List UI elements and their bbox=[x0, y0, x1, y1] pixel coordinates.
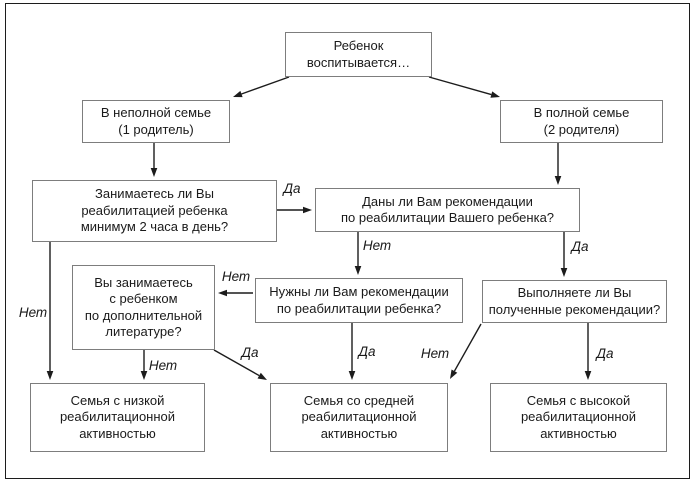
node-rehab-two-hours-question: Занимаетесь ли Вы реабилитацией ребенка … bbox=[32, 180, 277, 242]
node-text-line: реабилитационной bbox=[59, 409, 176, 425]
node-extra-literature-question: Вы занимаетесь с ребенком по дополнитель… bbox=[72, 265, 215, 350]
node-high-rehab-activity: Семья с высокой реабилитационной активно… bbox=[490, 383, 667, 452]
node-text-line: минимум 2 часа в день? bbox=[80, 219, 229, 235]
node-text-line: (1 родитель) bbox=[118, 121, 194, 137]
edge-label-yes-follow-to-high: Да bbox=[596, 346, 614, 361]
node-text-line: Семья со средней bbox=[303, 392, 415, 408]
node-text-line: Ребенок bbox=[333, 38, 384, 53]
node-text-line: реабилитационной bbox=[301, 409, 417, 425]
edge-label-no-literature-to-low: Нет bbox=[148, 358, 178, 373]
node-child-raised: Ребенок воспитывается… bbox=[285, 32, 432, 77]
node-single-parent-family: В неполной семье (1 родитель) bbox=[82, 100, 230, 143]
node-recommendations-needed-question: Нужны ли Вам рекомендации по реабилитаци… bbox=[255, 278, 463, 323]
node-text-line: по реабилитации Вашего ребенка? bbox=[340, 210, 555, 225]
node-low-rehab-activity: Семья с низкой реабилитационной активнос… bbox=[30, 383, 205, 452]
node-follow-recommendations-question: Выполняете ли Вы полученные рекомендации… bbox=[482, 280, 667, 323]
node-text-line: Вы занимаетесь bbox=[94, 274, 193, 290]
node-text-line: полученные рекомендации? bbox=[488, 301, 661, 317]
edge-label-yes-rehab-to-recs: Да bbox=[283, 181, 301, 196]
edge-label-no-rehab-to-low: Нет bbox=[18, 305, 48, 320]
edge-label-yes-needed-to-medium: Да bbox=[358, 344, 376, 359]
node-text-line: В полной семье bbox=[533, 105, 630, 120]
node-recommendations-given-question: Даны ли Вам рекомендации по реабилитации… bbox=[315, 188, 580, 232]
node-text-line: по реабилитации ребенка? bbox=[276, 300, 442, 316]
node-text-line: реабилитационной bbox=[520, 409, 637, 425]
node-text-line: воспитывается… bbox=[306, 54, 411, 70]
node-text-line: Даны ли Вам рекомендации bbox=[362, 193, 533, 209]
node-text-line: литературе? bbox=[105, 324, 182, 339]
node-text-line: (2 родителя) bbox=[543, 121, 620, 137]
diagram-frame bbox=[5, 3, 690, 479]
node-text-line: активностью bbox=[540, 425, 617, 441]
edge-label-no-follow-to-medium: Нет bbox=[420, 346, 450, 361]
edge-label-no-needed-to-literature: Нет bbox=[221, 269, 251, 284]
edge-label-no-recs-to-needed: Нет bbox=[362, 238, 392, 253]
node-text-line: по дополнительной bbox=[84, 307, 203, 323]
node-text-line: активностью bbox=[79, 425, 156, 441]
edge-label-yes-recs-to-follow: Да bbox=[571, 239, 589, 254]
node-text-line: активностью bbox=[320, 425, 398, 441]
node-text-line: Занимаетесь ли Вы bbox=[95, 186, 214, 202]
node-text-line: Нужны ли Вам рекомендации bbox=[269, 284, 449, 299]
node-text-line: с ребенком bbox=[109, 291, 178, 306]
node-medium-rehab-activity: Семья со средней реабилитационной активн… bbox=[270, 383, 448, 452]
node-text-line: Семья с низкой bbox=[70, 392, 165, 408]
node-text-line: реабилитацией ребенка bbox=[81, 202, 228, 218]
node-text-line: В неполной семье bbox=[100, 105, 212, 120]
node-text-line: Семья с высокой bbox=[526, 392, 631, 408]
node-two-parent-family: В полной семье (2 родителя) bbox=[500, 100, 663, 143]
node-text-line: Выполняете ли Вы bbox=[517, 285, 632, 300]
edge-label-yes-literature-to-medium: Да bbox=[241, 345, 259, 360]
